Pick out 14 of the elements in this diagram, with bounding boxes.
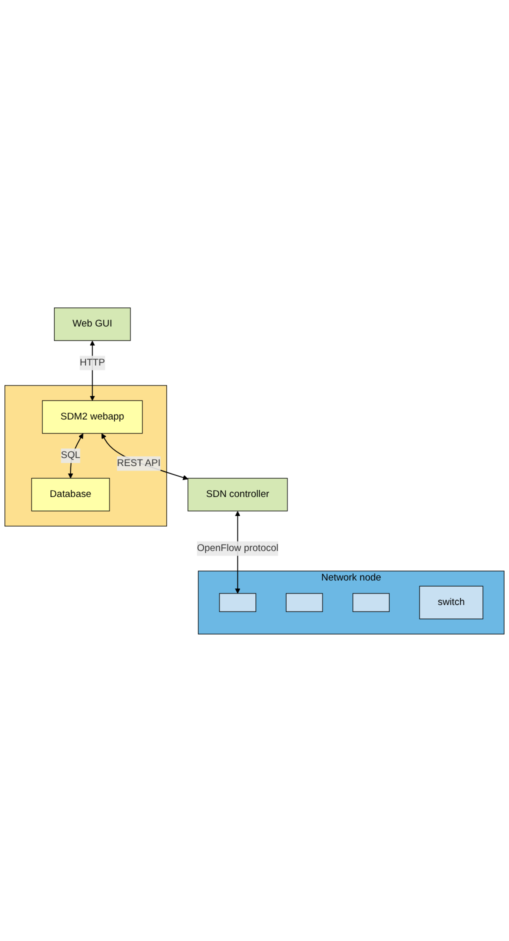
node-box: Web GUI <box>54 307 131 340</box>
node-box: Database <box>31 477 110 511</box>
arrow <box>101 432 188 480</box>
edge-label: HTTP <box>80 357 106 368</box>
node-box: SDM2 webapp <box>42 400 143 434</box>
node-box <box>286 592 323 612</box>
node-box <box>219 592 256 612</box>
node-box: switch <box>419 585 484 619</box>
edge-label: OpenFlow protocol <box>196 542 278 553</box>
edge-label: REST API <box>117 458 161 468</box>
edge-label: SQL <box>60 450 80 460</box>
node-box <box>352 592 390 612</box>
node-box: SDN controller <box>188 477 288 511</box>
cluster <box>4 384 168 526</box>
